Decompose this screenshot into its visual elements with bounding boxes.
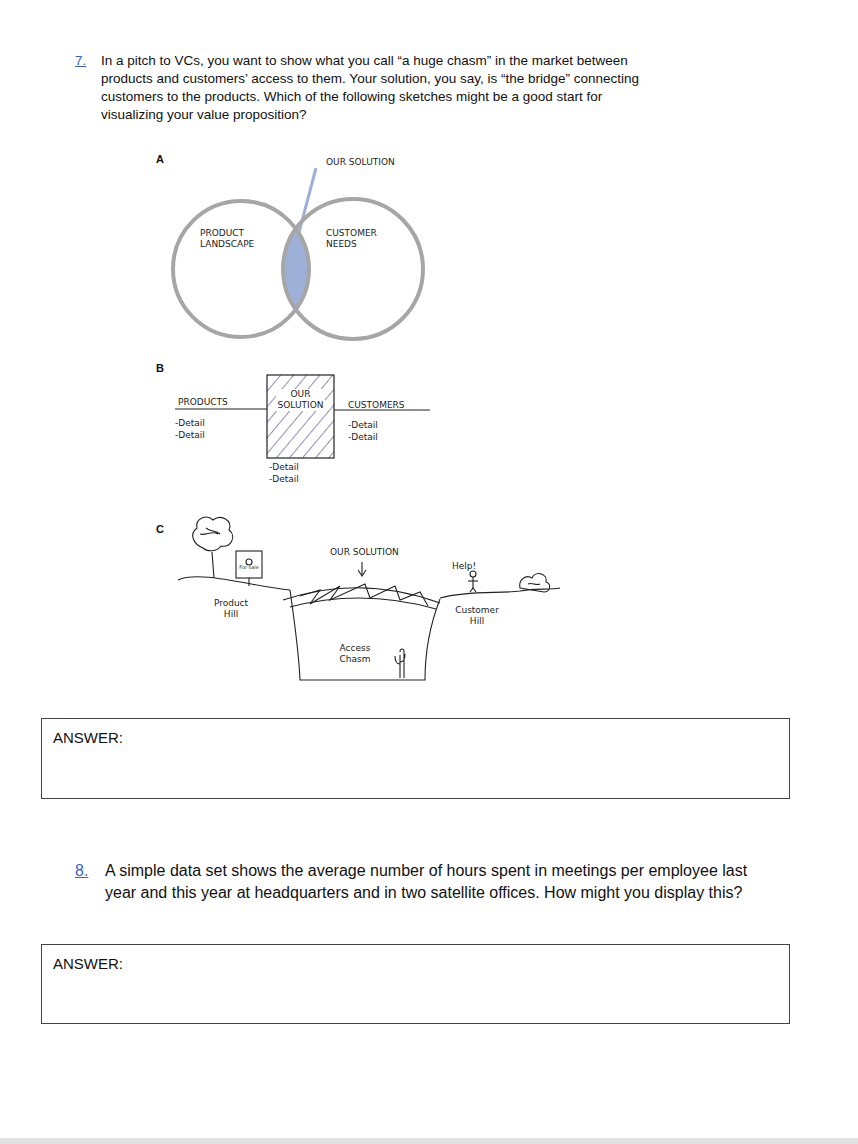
venn-circle-outline: [282, 198, 424, 340]
option-letter: B: [156, 362, 170, 374]
detail-item: -Detail: [348, 432, 408, 443]
answer-box: ANSWER:: [41, 718, 790, 799]
option-letter: A: [156, 153, 170, 165]
sketch-label: OUR SOLUTION: [326, 157, 426, 168]
sign-text: For sale: [237, 564, 261, 570]
question-number: 7.: [75, 52, 95, 70]
chasm-path: [290, 590, 440, 680]
node-text: PRODUCT LANDSCAPE: [200, 228, 272, 250]
sketch-c-landscape: [178, 517, 560, 678]
option-letter: C: [156, 523, 170, 535]
node-text: CUSTOMER NEEDS: [326, 228, 398, 250]
venn-circle: CUSTOMER NEEDS: [282, 198, 424, 340]
node-text: Access Chasm: [329, 643, 381, 665]
sketch-label: OUR SOLUTION: [330, 547, 400, 558]
venn-circle: PRODUCT LANDSCAPE: [172, 200, 310, 338]
detail-item: -Detail: [348, 420, 408, 431]
chasm-outline-outline: [285, 585, 445, 685]
detail-item: -Detail: [175, 430, 235, 441]
solution-box: OUR SOLUTION-Detail-Detail: [267, 375, 334, 458]
overlap-shading: [283, 168, 423, 339]
node-text: -Detail: [269, 462, 329, 473]
circle-stroke: [173, 201, 309, 337]
sketch-label: PRODUCTS: [178, 397, 258, 408]
circle-stroke: [283, 199, 423, 339]
page-edge-bar: [0, 1138, 858, 1144]
node-text: -Detail: [269, 474, 329, 485]
question-text: A simple data set shows the average numb…: [105, 860, 755, 904]
solution-box-outline: [267, 375, 334, 458]
hatched-rect: [267, 375, 334, 458]
answer-box: ANSWER:: [41, 944, 790, 1024]
node-text: ANSWER:: [53, 729, 253, 746]
detail-item: -Detail: [175, 418, 235, 429]
chasm-outline: Access Chasm: [285, 585, 445, 685]
sketch-label: Product Hill: [208, 598, 254, 620]
venn-circle-outline: [172, 200, 310, 338]
node-text: OUR SOLUTION: [276, 389, 325, 411]
sketch-label: Help!: [452, 561, 482, 572]
sketch-label: Customer Hill: [455, 605, 499, 627]
sketch-label: CUSTOMERS: [348, 400, 428, 411]
node-text: ANSWER:: [53, 955, 253, 972]
question-number: 8.: [75, 860, 95, 882]
question-text: In a pitch to VCs, you want to show what…: [101, 52, 646, 124]
